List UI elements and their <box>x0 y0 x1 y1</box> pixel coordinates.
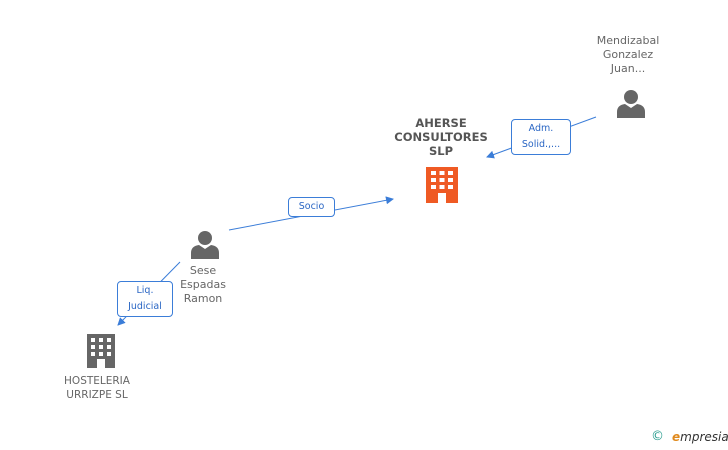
edge-label-adm-solid[interactable]: Adm. Solid.,... <box>511 119 571 155</box>
person-icon-mendizabal[interactable] <box>617 88 645 122</box>
edge-label-socio[interactable]: Socio <box>288 197 335 217</box>
building-icon-hosteleria[interactable] <box>87 334 115 372</box>
brand-logo: empresia <box>672 430 728 444</box>
main-company-label[interactable]: AHERSE CONSULTORES SLP <box>394 116 488 158</box>
brand-rest: mpresia <box>680 430 728 444</box>
brand-initial: e <box>672 430 681 444</box>
company-hosteleria-label[interactable]: HOSTELERIA URRIZPE SL <box>64 375 130 401</box>
edge-label-liq-judicial[interactable]: Liq. Judicial <box>117 281 173 317</box>
person-sese-label[interactable]: Sese Espadas Ramon <box>180 264 226 305</box>
person-mendizabal-label[interactable]: Mendizabal Gonzalez Juan... <box>596 34 660 75</box>
building-icon-main[interactable] <box>426 167 458 207</box>
person-icon-sese[interactable] <box>191 229 219 263</box>
copyright-icon: © <box>651 429 664 444</box>
